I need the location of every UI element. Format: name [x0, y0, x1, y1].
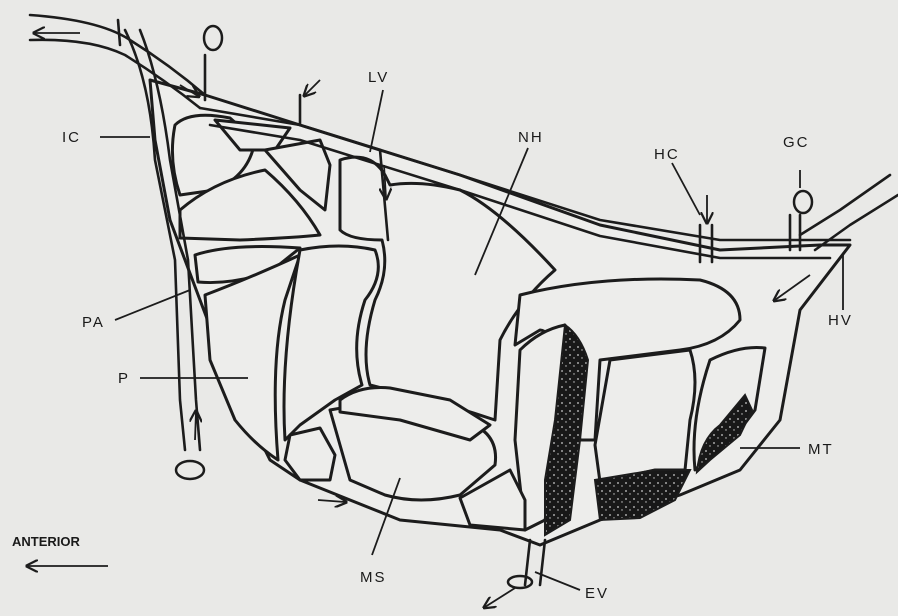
flow-arrow-ev [485, 588, 515, 607]
flow-arrow-ic [195, 412, 196, 440]
mt-label: MT [808, 441, 834, 458]
nh-label: NH [518, 129, 544, 146]
hv-label: HV [828, 312, 853, 329]
flow-arrow-lv [305, 80, 320, 95]
hc-pointer [672, 163, 700, 215]
pa-label: PA [82, 314, 105, 331]
pa-pointer [115, 290, 190, 320]
gland-cell-top [204, 26, 222, 50]
hc-label: HC [654, 146, 680, 163]
right-vessel [800, 175, 890, 235]
middle-right-lobe [595, 350, 695, 482]
ev-label: EV [585, 585, 609, 602]
flow-arrow-ms [318, 500, 345, 502]
carotid-opening [176, 461, 204, 479]
gc-label: GC [783, 134, 810, 151]
p-label: P [118, 370, 130, 387]
ev-opening [508, 576, 532, 588]
anterior-label: ANTERIOR [12, 534, 81, 549]
lv-pointer [370, 90, 383, 152]
right-vessel-2 [815, 195, 898, 250]
lv-label: LV [368, 69, 389, 86]
ms-label: MS [360, 569, 387, 586]
top-vessel-branch-2 [118, 20, 120, 45]
ic-label: IC [62, 129, 81, 146]
middle-right-dark [595, 470, 690, 520]
gland-cell-right [794, 191, 812, 213]
